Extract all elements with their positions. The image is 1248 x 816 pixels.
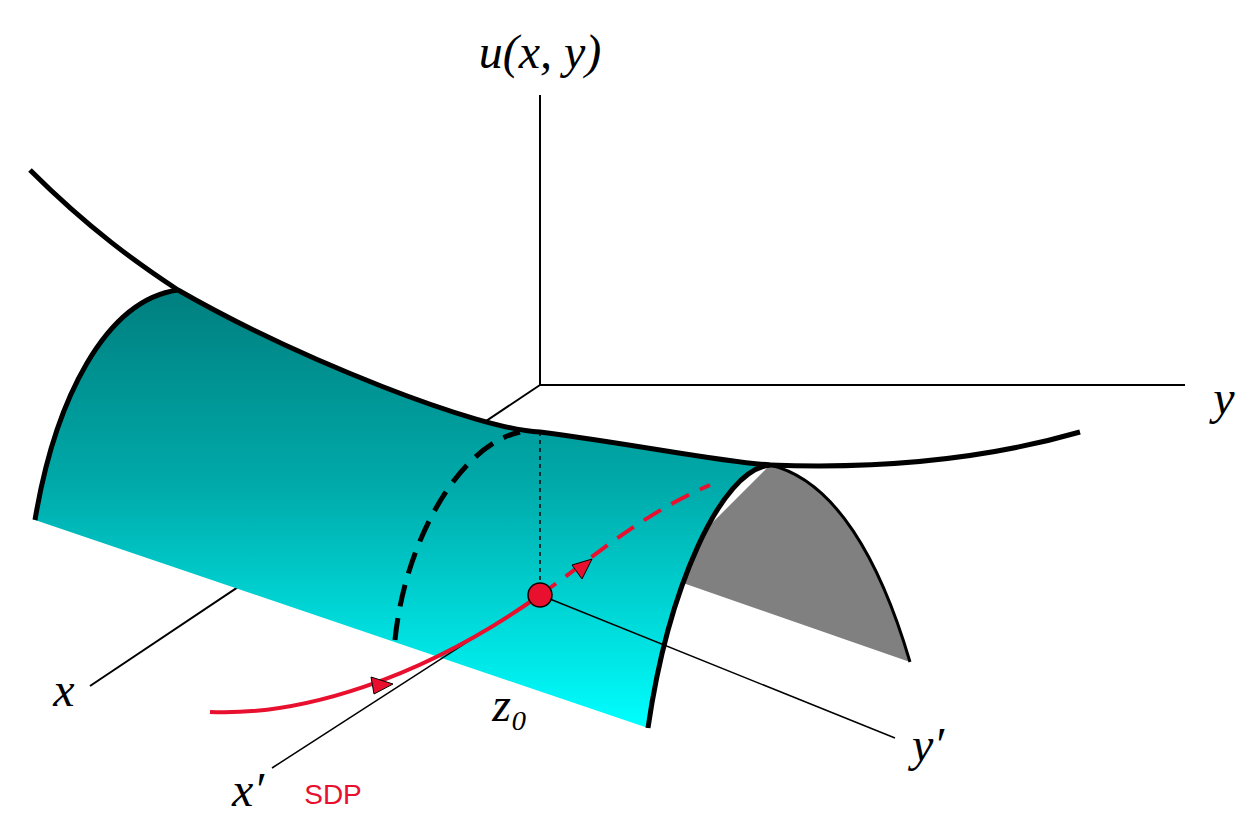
arrow-head	[371, 677, 393, 694]
saddle-point	[528, 583, 552, 607]
axis-label: y	[1213, 372, 1234, 425]
axis-label: u(x, y)	[479, 26, 602, 79]
surface-edge	[648, 465, 770, 728]
point-label: z₀	[492, 679, 527, 732]
drop-line	[539, 432, 541, 595]
y-prime-axis	[540, 595, 895, 738]
axis-label: x	[53, 664, 74, 717]
axis-label: x′	[232, 764, 264, 816]
surface-edge	[770, 465, 910, 662]
sdp-path	[540, 485, 710, 595]
y-axis	[540, 384, 1185, 386]
path-label: SDP	[304, 780, 362, 811]
u-axis	[539, 95, 541, 385]
saddle-surface	[35, 290, 770, 728]
surface-edge	[35, 290, 178, 520]
ridge-curve	[30, 170, 1080, 466]
sdp-path	[210, 595, 540, 712]
arrow-head	[572, 559, 592, 579]
axis-label: y′	[912, 719, 944, 772]
cross-section	[395, 432, 520, 640]
